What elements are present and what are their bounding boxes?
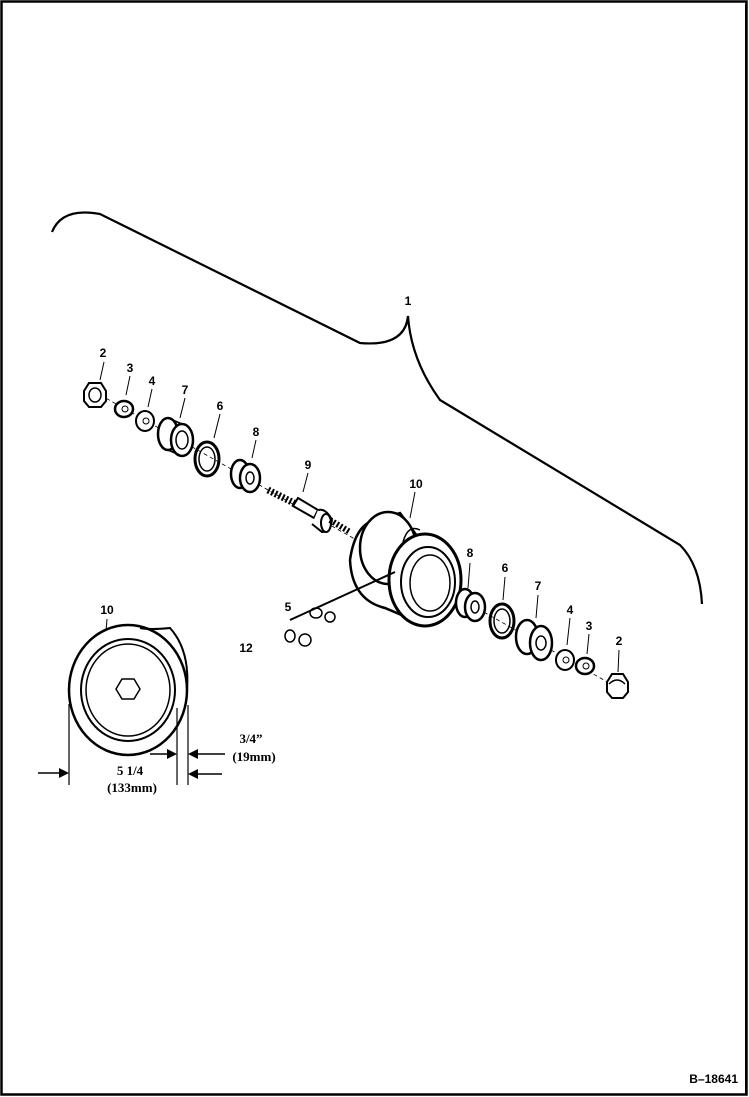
callout-nut: 2 xyxy=(100,346,107,360)
callout-washer-3: 3 xyxy=(586,619,593,633)
dimension-offset-mm: (19mm) xyxy=(232,749,275,764)
dimension-arrow xyxy=(38,768,69,778)
callout-assembly: 1 xyxy=(405,294,412,308)
bearing-icon xyxy=(454,587,487,623)
retaining-ring-icon xyxy=(488,602,516,640)
figure-id: B–18641 xyxy=(689,1072,738,1086)
dimension-width-mm: (133mm) xyxy=(107,780,157,795)
callout-partial-12: 12 xyxy=(239,641,253,655)
callout-roller-detail: 10 xyxy=(100,603,114,617)
nut-icon xyxy=(606,673,629,699)
leader-line xyxy=(409,491,416,519)
callout-washer-3: 3 xyxy=(127,361,134,375)
callout-seal: 7 xyxy=(182,383,189,397)
flat-washer-icon xyxy=(135,410,155,432)
leader-line xyxy=(502,576,506,601)
roller-icon xyxy=(348,510,463,628)
callout-ring: 6 xyxy=(217,399,224,413)
retaining-ring-icon xyxy=(193,440,221,478)
dimension-arrow xyxy=(188,749,225,759)
seal-icon xyxy=(156,416,195,458)
leader-line xyxy=(566,617,571,646)
shaft-icon xyxy=(266,486,352,535)
leader-line xyxy=(147,388,153,408)
seal-icon xyxy=(514,618,554,662)
callout-nut: 2 xyxy=(616,634,623,648)
leader-line xyxy=(467,562,471,589)
callout-ring: 6 xyxy=(502,561,509,575)
leader-line xyxy=(213,413,221,439)
callout-washer-4: 4 xyxy=(567,603,574,617)
callout-washer-4: 4 xyxy=(149,374,156,388)
nut-icon xyxy=(83,382,107,408)
partial-parts-icon xyxy=(284,571,396,647)
bearing-icon xyxy=(229,458,262,494)
lock-washer-icon xyxy=(574,656,596,676)
callout-seal: 7 xyxy=(535,579,542,593)
callout-bearing: 8 xyxy=(467,546,474,560)
leader-line xyxy=(302,472,309,493)
roller-detail-view xyxy=(67,623,189,757)
dimension-width-in: 5 1/4 xyxy=(117,763,144,778)
dimension-offset-in: 3/4” xyxy=(239,731,262,746)
leader-line xyxy=(535,594,539,619)
dimension-arrow xyxy=(188,769,222,779)
leader-line xyxy=(251,439,257,459)
assembly-brace xyxy=(50,211,704,605)
leader-line xyxy=(179,397,186,419)
lock-washer-icon xyxy=(113,399,135,419)
leader-line xyxy=(105,618,108,632)
callout-roller: 10 xyxy=(409,477,423,491)
leader-line xyxy=(125,375,131,396)
callout-shaft: 9 xyxy=(305,458,312,472)
callout-partial-5: 5 xyxy=(285,600,292,614)
flat-washer-icon xyxy=(555,649,575,671)
leader-line xyxy=(617,649,620,673)
dimension-arrow xyxy=(150,749,177,759)
callout-bearing: 8 xyxy=(253,425,260,439)
leader-line xyxy=(99,361,105,381)
leader-line xyxy=(586,633,590,655)
